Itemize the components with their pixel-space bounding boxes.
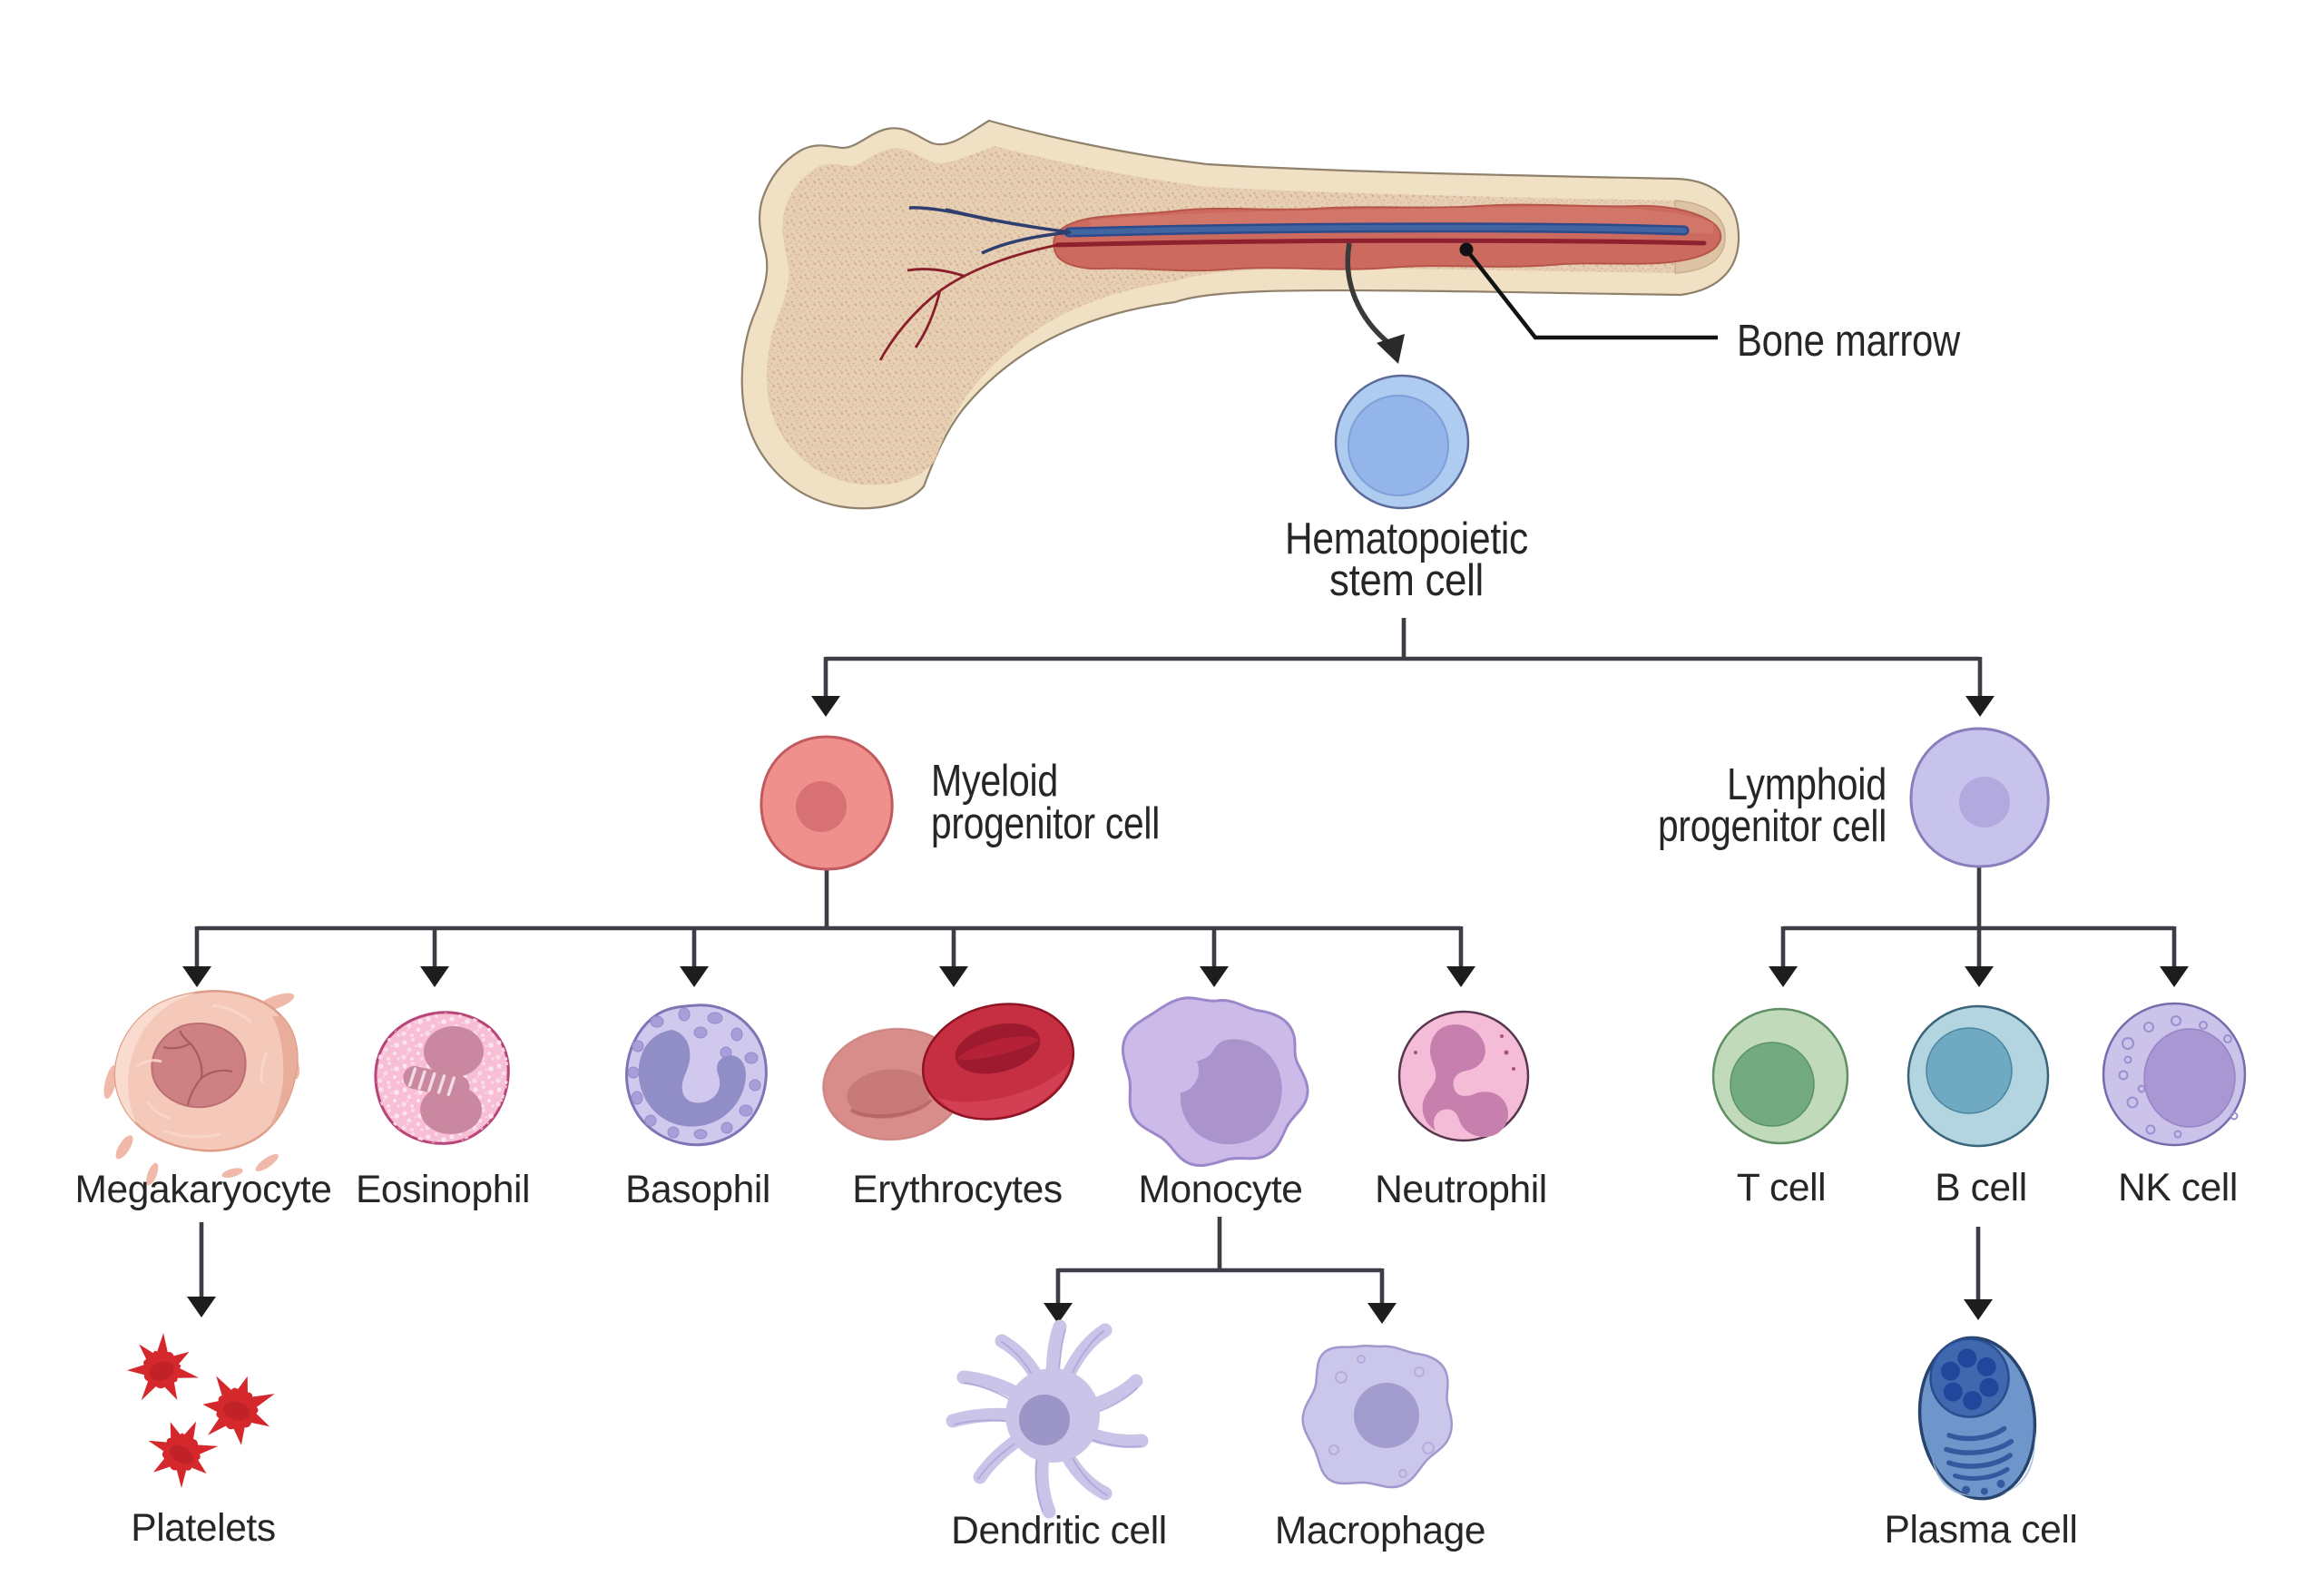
svg-text:Monocyte: Monocyte	[1138, 1169, 1302, 1211]
svg-text:Hematopoietic: Hematopoietic	[1285, 514, 1528, 563]
svg-text:Eosinophil: Eosinophil	[356, 1169, 530, 1211]
svg-text:Erythrocytes: Erythrocytes	[852, 1169, 1062, 1211]
svg-text:Lymphoid: Lymphoid	[1727, 760, 1887, 809]
svg-text:B cell: B cell	[1935, 1167, 2027, 1209]
svg-text:Dendritic cell: Dendritic cell	[951, 1510, 1167, 1552]
svg-text:Macrophage: Macrophage	[1275, 1510, 1485, 1552]
svg-text:progenitor cell: progenitor cell	[1658, 802, 1887, 851]
svg-text:Bone marrow: Bone marrow	[1737, 317, 1961, 366]
svg-text:progenitor cell: progenitor cell	[931, 799, 1160, 848]
svg-text:Myeloid: Myeloid	[931, 757, 1058, 806]
svg-text:NK cell: NK cell	[2118, 1167, 2238, 1209]
svg-text:Megakaryocyte: Megakaryocyte	[75, 1169, 332, 1211]
svg-text:Plasma cell: Plasma cell	[1885, 1509, 2078, 1552]
svg-text:stem cell: stem cell	[1329, 556, 1484, 605]
svg-text:Platelets: Platelets	[131, 1507, 275, 1550]
svg-text:Basophil: Basophil	[625, 1169, 770, 1211]
svg-text:T cell: T cell	[1737, 1167, 1826, 1209]
svg-text:Neutrophil: Neutrophil	[1375, 1169, 1547, 1211]
